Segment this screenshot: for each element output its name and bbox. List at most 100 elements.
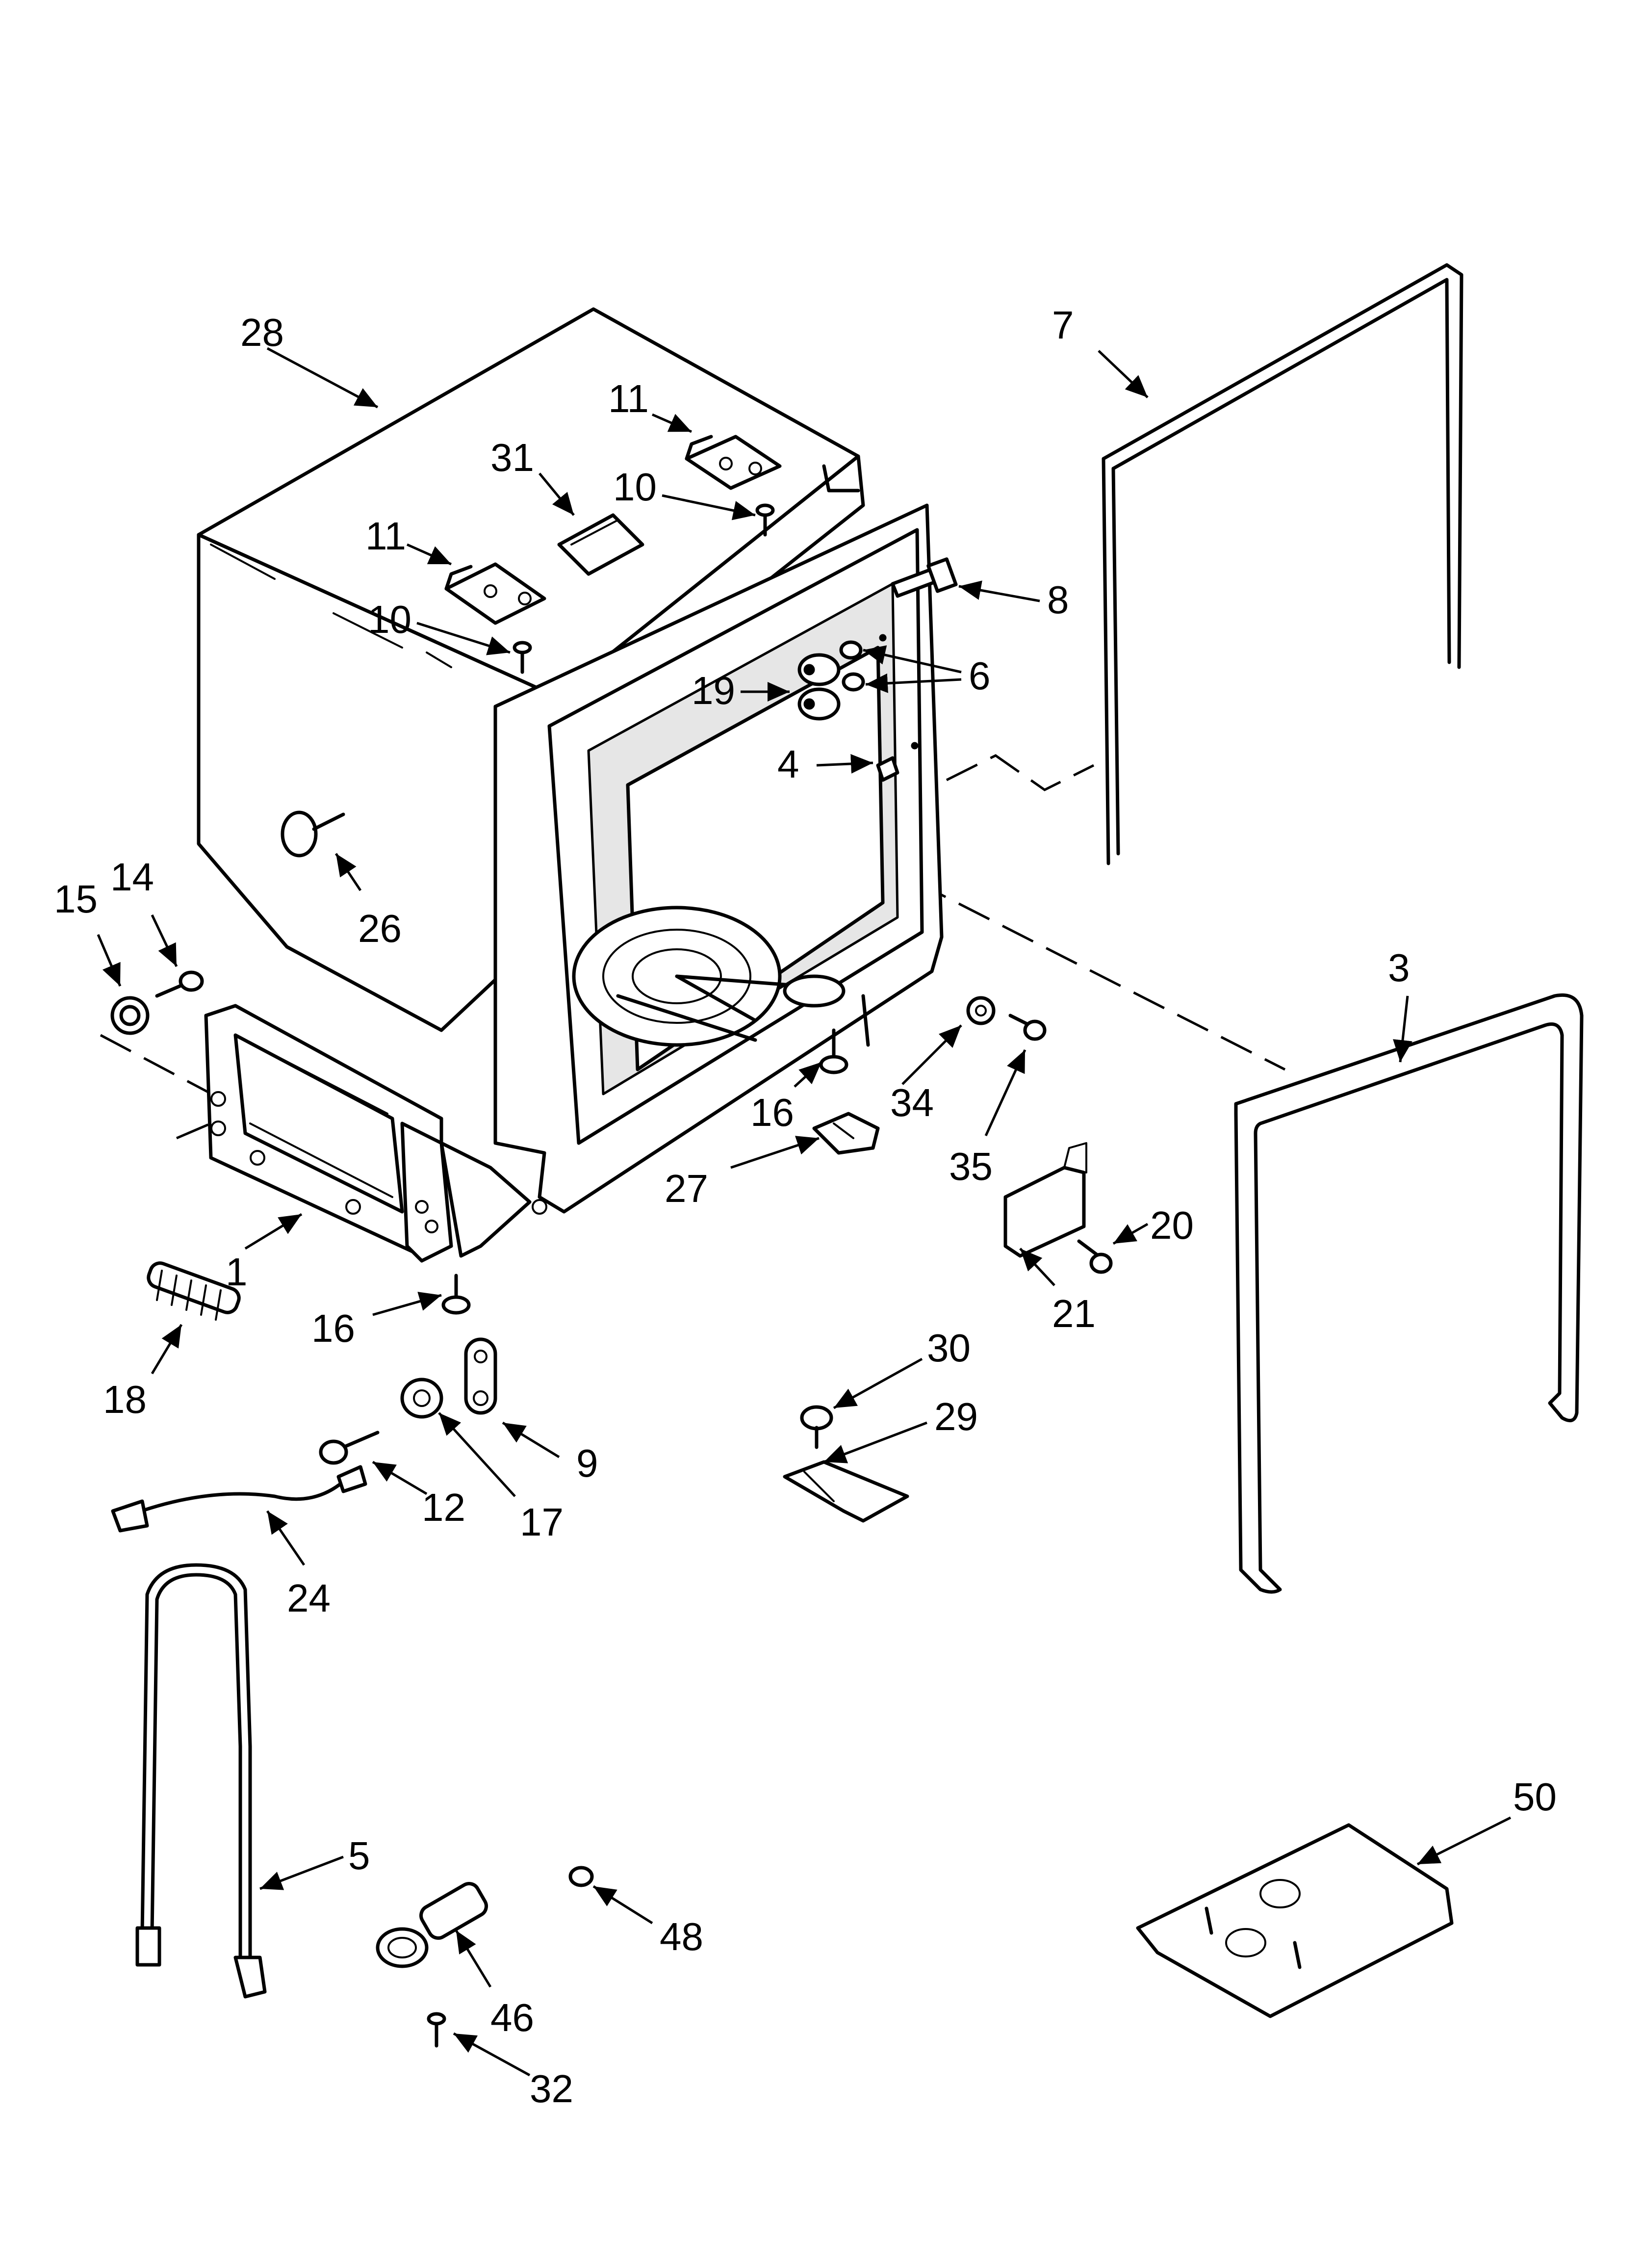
leader-28 bbox=[266, 347, 379, 409]
leader-10-lower bbox=[416, 622, 511, 655]
callout-8: 8 bbox=[1047, 578, 1069, 622]
bolt-12 bbox=[319, 1431, 380, 1465]
rollers-19 bbox=[797, 653, 841, 721]
hinge-bracket-11-upper bbox=[685, 435, 782, 490]
callout-26: 26 bbox=[358, 907, 402, 950]
callout-28: 28 bbox=[240, 311, 284, 354]
plug-26 bbox=[281, 810, 345, 858]
callout-29: 29 bbox=[934, 1395, 978, 1438]
gasket-3 bbox=[1234, 993, 1584, 1594]
leader-31 bbox=[539, 472, 575, 516]
callout-11-lower: 11 bbox=[365, 514, 406, 558]
callout-1: 1 bbox=[226, 1250, 248, 1294]
leader-48 bbox=[592, 1885, 653, 1925]
callout-18: 18 bbox=[103, 1378, 147, 1421]
callout-6: 6 bbox=[969, 654, 991, 698]
parts-bag-50 bbox=[1136, 1823, 1454, 2018]
screws-10 bbox=[513, 503, 775, 674]
callout-3: 3 bbox=[1388, 946, 1410, 990]
callout-14: 14 bbox=[110, 855, 154, 899]
bracket-21 bbox=[1003, 1142, 1087, 1258]
callout-21: 21 bbox=[1052, 1292, 1096, 1335]
callout-34: 34 bbox=[890, 1081, 934, 1124]
callout-12: 12 bbox=[422, 1486, 465, 1529]
link-9 bbox=[464, 1337, 497, 1415]
leader-10-upper bbox=[662, 494, 756, 521]
valve-46 bbox=[376, 1882, 488, 1968]
leader-32 bbox=[453, 2032, 531, 2077]
leader-6b bbox=[865, 673, 962, 693]
washers-6 bbox=[839, 634, 887, 692]
callout-15: 15 bbox=[54, 877, 98, 921]
leader-16-lower bbox=[372, 1292, 442, 1316]
leader-20 bbox=[1112, 1223, 1149, 1245]
nut-15 bbox=[110, 996, 150, 1035]
leveler-16-lower bbox=[441, 1274, 471, 1315]
leader-4 bbox=[816, 754, 873, 774]
callout-17: 17 bbox=[520, 1500, 564, 1544]
callout-27: 27 bbox=[665, 1167, 708, 1210]
leader-21 bbox=[1019, 1248, 1055, 1286]
callout-50: 50 bbox=[1513, 1775, 1557, 1819]
leader-12 bbox=[372, 1460, 428, 1495]
callout-16-upper: 16 bbox=[750, 1091, 794, 1134]
callout-4: 4 bbox=[777, 742, 799, 786]
leader-5 bbox=[259, 1855, 344, 1890]
bracket-29 bbox=[783, 1460, 909, 1523]
tub-assembly bbox=[197, 307, 944, 1263]
spring-18 bbox=[147, 1261, 241, 1321]
callout-32: 32 bbox=[530, 2067, 573, 2111]
leader-50 bbox=[1416, 1816, 1512, 1866]
leader-11-lower bbox=[406, 543, 452, 566]
callout-11-upper: 11 bbox=[608, 377, 649, 420]
leader-34 bbox=[901, 1024, 962, 1085]
callout-20: 20 bbox=[1150, 1203, 1194, 1247]
door-seal-7 bbox=[1102, 263, 1463, 865]
callout-16-lower: 16 bbox=[311, 1306, 355, 1350]
leader-46 bbox=[455, 1929, 492, 1988]
leader-17 bbox=[438, 1412, 516, 1497]
leader-16-upper bbox=[794, 1061, 822, 1088]
callout-31: 31 bbox=[490, 436, 534, 479]
hinge-bracket-11-lower bbox=[444, 562, 546, 625]
callout-9: 9 bbox=[576, 1441, 598, 1485]
leader-9 bbox=[502, 1421, 560, 1459]
leader-1 bbox=[244, 1213, 303, 1250]
switch-30 bbox=[800, 1405, 833, 1449]
leader-18 bbox=[151, 1324, 183, 1375]
bracket-27 bbox=[812, 1112, 880, 1155]
clamp-48 bbox=[568, 1866, 594, 1887]
bolt-8 bbox=[891, 557, 958, 598]
screw-35 bbox=[1008, 1014, 1047, 1041]
leader-30 bbox=[833, 1357, 923, 1409]
leader-24 bbox=[266, 1510, 306, 1566]
callout-10-lower: 10 bbox=[368, 598, 411, 641]
clip-4 bbox=[876, 742, 919, 782]
callout-5: 5 bbox=[348, 1834, 370, 1877]
callout-24: 24 bbox=[287, 1576, 331, 1620]
ground-wire-24 bbox=[111, 1465, 367, 1533]
leader-8 bbox=[958, 580, 1040, 602]
callout-labels: 28 11 31 10 11 10 7 8 6 19 4 26 15 14 3 … bbox=[54, 303, 1557, 2111]
callout-7: 7 bbox=[1052, 303, 1074, 347]
leader-7 bbox=[1098, 350, 1149, 398]
leader-35 bbox=[984, 1049, 1026, 1137]
callout-10-upper: 10 bbox=[613, 465, 657, 509]
leader-arrows bbox=[97, 347, 1512, 2077]
gear-34 bbox=[966, 996, 996, 1025]
leader-3 bbox=[1393, 995, 1412, 1063]
vent-31 bbox=[557, 513, 644, 576]
screw-14 bbox=[155, 970, 204, 998]
screw-20 bbox=[1077, 1239, 1113, 1274]
heater-5 bbox=[135, 1563, 267, 1999]
leader-14 bbox=[151, 914, 178, 967]
callout-48: 48 bbox=[660, 1915, 703, 1958]
leader-26 bbox=[334, 853, 362, 891]
callout-19: 19 bbox=[692, 669, 735, 712]
leader-11-upper bbox=[651, 413, 693, 433]
screw-32 bbox=[427, 2012, 446, 2048]
callout-46: 46 bbox=[490, 1996, 534, 2039]
leader-27 bbox=[730, 1136, 820, 1169]
roller-17 bbox=[400, 1378, 443, 1419]
